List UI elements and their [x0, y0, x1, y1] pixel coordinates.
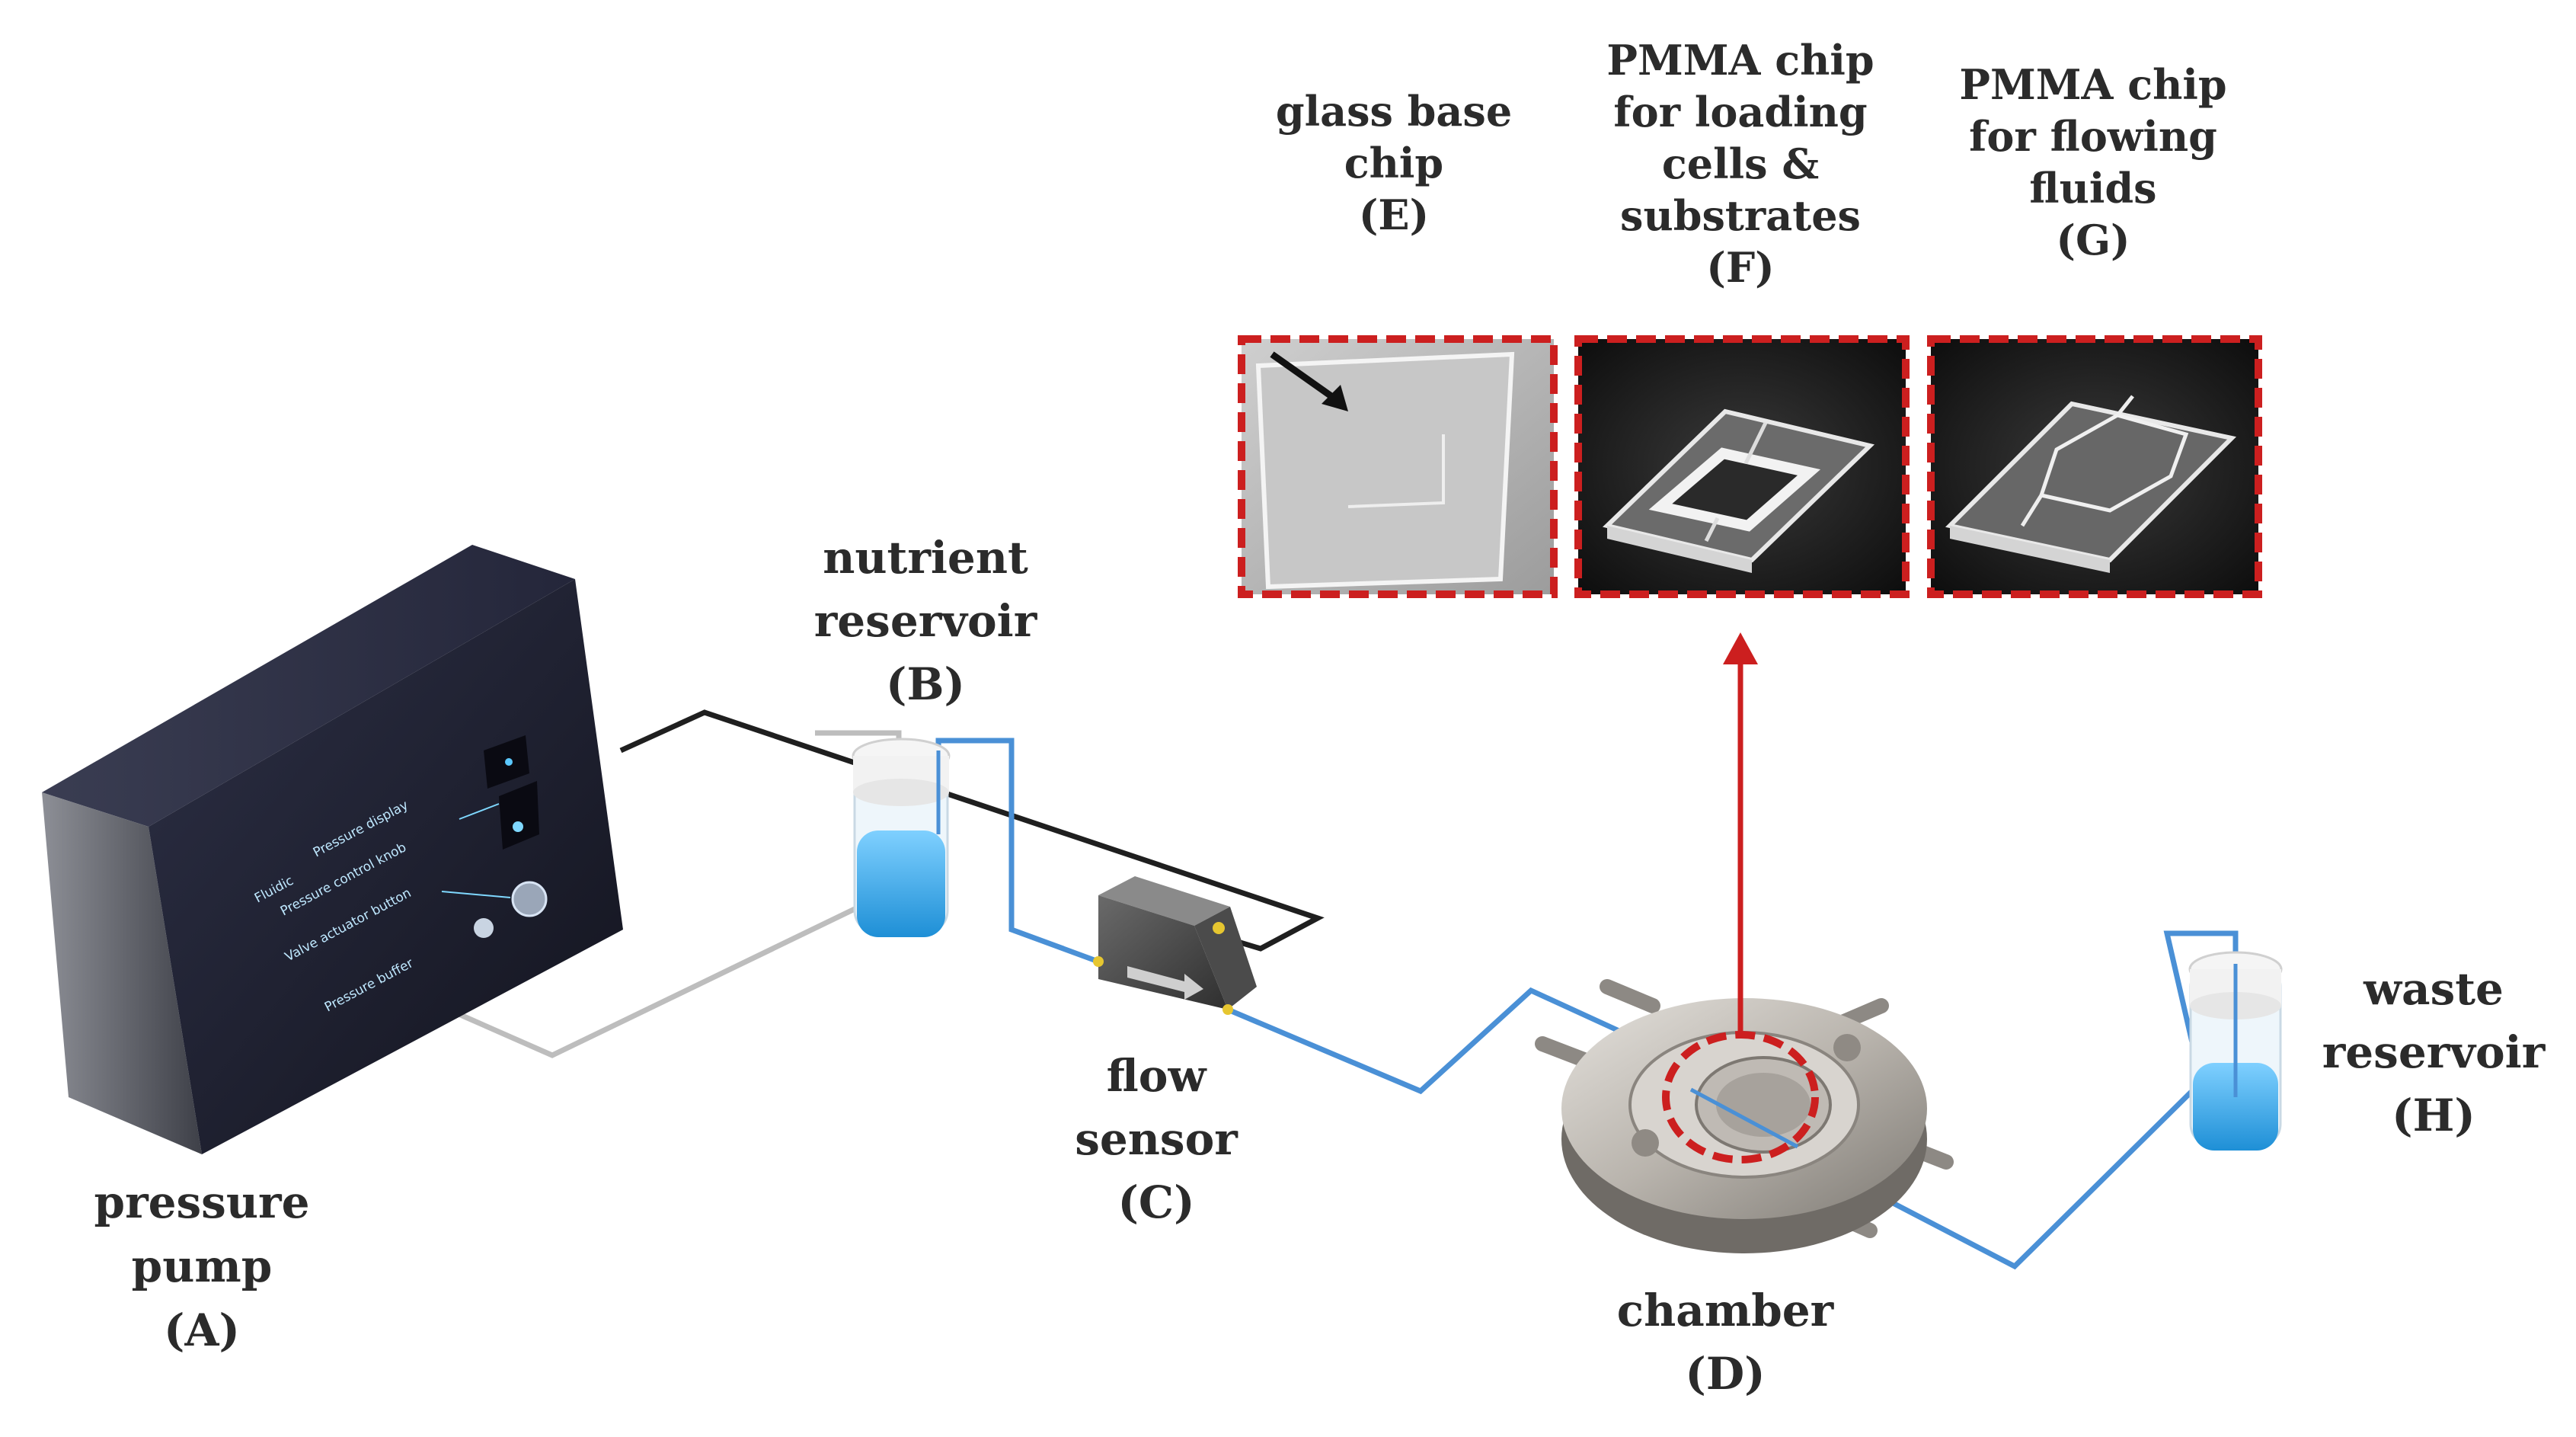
label-chamber-line2: (D) [1685, 1348, 1765, 1400]
label-pmma-flow-line1: PMMA chip [1959, 60, 2226, 109]
label-nutrient-reservoir: nutrient reservoir (B) [814, 532, 1038, 710]
label-pmma-load-line1: PMMA chip [1606, 36, 1874, 85]
buffer-icon [474, 918, 494, 938]
label-pmma-load-line5: (F) [1706, 243, 1774, 292]
pointer-arrow [1270, 351, 1339, 403]
valve-button-icon [511, 881, 548, 917]
nutrient-reservoir-device [852, 738, 951, 937]
label-pmma-flow-line4: (G) [2056, 216, 2130, 264]
label-nutrient-line2: reservoir [814, 595, 1038, 647]
label-glass-line3: (E) [1359, 190, 1429, 239]
label-pmma-loading: PMMA chip for loading cells & substrates… [1606, 36, 1874, 292]
chamber-device [1535, 979, 1954, 1253]
label-pmma-load-line2: for loading [1613, 88, 1867, 136]
label-pump-line2: pump [132, 1240, 273, 1292]
label-glass-line1: glass base [1276, 87, 1512, 136]
panel-pmma-flowing-chip [1927, 335, 2262, 598]
blue-tube-sensor-chamber [1226, 987, 1624, 1095]
label-pmma-flowing: PMMA chip for flowing fluids (G) [1959, 60, 2226, 264]
label-sensor-line1: flow [1107, 1050, 1208, 1102]
label-pmma-load-line4: substrates [1620, 191, 1861, 240]
label-sensor-line2: sensor [1075, 1113, 1238, 1165]
label-chamber: chamber (D) [1617, 1285, 1835, 1400]
label-pump-line1: pressure [94, 1176, 310, 1228]
label-pmma-flow-line2: for flowing [1969, 112, 2217, 161]
label-flow-sensor: flow sensor (C) [1075, 1050, 1238, 1228]
control-knob-icon [499, 781, 539, 850]
waste-reservoir-device [2188, 951, 2283, 1151]
panel-pmma-loading-chip [1574, 335, 1910, 598]
label-pressure-pump: pressure pump (A) [94, 1176, 310, 1356]
label-waste-line1: waste [2363, 963, 2504, 1015]
label-glass-chip: glass base chip (E) [1276, 87, 1512, 239]
flow-arrow-icon [1127, 966, 1203, 1000]
blue-tube-reservoir-sensor [935, 738, 1100, 965]
flow-sensor-device [1093, 876, 1257, 1015]
pressure-pump-device: Fluidic Pressure display Pressure contro… [42, 545, 623, 1154]
label-waste-reservoir: waste reservoir (H) [2322, 963, 2546, 1141]
label-pmma-flow-line3: fluids [2029, 164, 2156, 213]
blue-tube-chamber-waste [1842, 930, 2239, 1270]
label-chamber-line1: chamber [1617, 1285, 1835, 1336]
label-pump-line3: (A) [164, 1304, 240, 1356]
label-waste-line3: (H) [2392, 1090, 2475, 1141]
label-pmma-load-line3: cells & [1662, 139, 1819, 188]
label-nutrient-line3: (B) [886, 658, 965, 710]
zoom-arrow-head [1723, 632, 1758, 664]
label-nutrient-line1: nutrient [823, 532, 1028, 584]
label-glass-line2: chip [1344, 139, 1443, 187]
tubing [455, 709, 2239, 1270]
label-sensor-line3: (C) [1117, 1176, 1194, 1228]
panel-glass-chip [1238, 335, 1558, 598]
label-waste-line2: reservoir [2322, 1026, 2546, 1078]
black-tube [619, 709, 1325, 952]
